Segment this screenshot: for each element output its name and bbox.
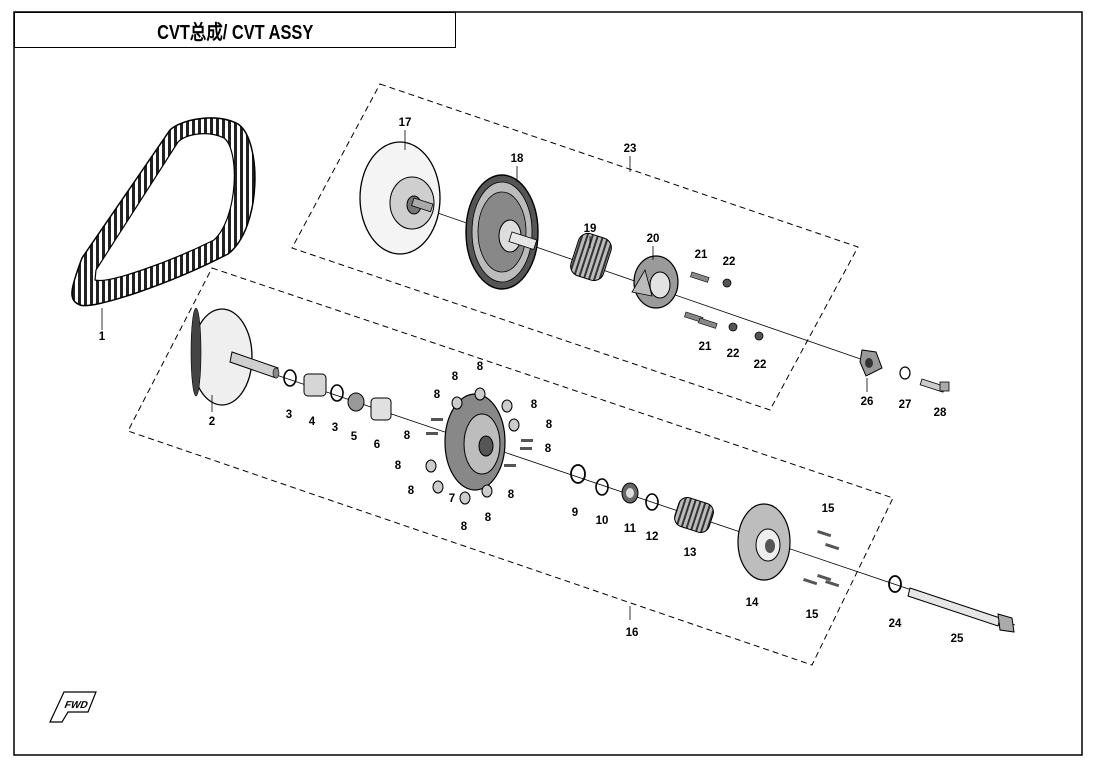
fixed-sheave-part [359, 141, 441, 255]
callout-8k: 8 [461, 521, 468, 533]
callout-18: 18 [511, 153, 524, 165]
callout-8e: 8 [546, 419, 553, 431]
callout-2: 2 [209, 416, 215, 428]
drive-washers [570, 464, 659, 511]
driven-spring-part [570, 232, 612, 282]
callout-23: 23 [624, 143, 637, 155]
driven-clutch-group-box [291, 83, 859, 411]
diagram-title: CVT总成/ CVT ASSY [156, 21, 314, 44]
drive-spring-part [674, 497, 714, 533]
callout-24: 24 [889, 618, 902, 630]
cover-screws [803, 530, 840, 588]
callout-25: 25 [951, 633, 964, 645]
driven-fasteners [684, 271, 764, 341]
roller-pins [425, 387, 533, 505]
callout-8i: 8 [408, 485, 415, 497]
callout-12: 12 [646, 531, 659, 543]
callout-3b: 3 [332, 422, 338, 434]
callout-26: 26 [861, 396, 874, 408]
callout-28: 28 [934, 407, 947, 419]
cover-plate-part [737, 503, 791, 581]
callout-labels: 1 2 3 3 4 5 6 7 8 8 8 8 8 8 8 8 8 8 8 8 … [99, 117, 964, 645]
callout-8g: 8 [545, 443, 552, 455]
callout-22c: 22 [754, 359, 767, 371]
cam-part [631, 255, 679, 309]
callout-16: 16 [626, 627, 639, 639]
callout-8j: 8 [508, 489, 515, 501]
callout-14: 14 [746, 597, 759, 609]
drive-belt [71, 117, 256, 307]
main-bolt-parts [888, 575, 1015, 633]
callout-6: 6 [374, 439, 380, 451]
callout-8c: 8 [434, 389, 441, 401]
callout-22b: 22 [727, 348, 740, 360]
callout-22a: 22 [723, 256, 736, 268]
callout-8b: 8 [477, 361, 484, 373]
callout-19: 19 [584, 223, 597, 235]
drive-sheave-part [190, 307, 280, 406]
callout-3a: 3 [286, 409, 292, 421]
title-box: CVT总成/ CVT ASSY [14, 12, 456, 48]
drive-clutch-group-box [127, 267, 894, 666]
callout-17: 17 [399, 117, 412, 129]
callout-20: 20 [647, 233, 660, 245]
callout-8d: 8 [531, 399, 538, 411]
sheet-border [13, 11, 1083, 756]
callout-13: 13 [684, 547, 697, 559]
callout-9: 9 [572, 507, 578, 519]
callout-27: 27 [899, 399, 912, 411]
callout-8h: 8 [395, 460, 402, 472]
movable-sheave-part [465, 174, 539, 290]
callout-10: 10 [596, 515, 609, 527]
callout-15a: 15 [822, 503, 835, 515]
callout-8f: 8 [404, 430, 411, 442]
callout-21a: 21 [695, 249, 708, 261]
leader-lines [101, 130, 868, 620]
callout-1: 1 [99, 331, 106, 343]
fwd-label: FWD [63, 700, 90, 711]
callout-4: 4 [309, 416, 316, 428]
callout-11: 11 [624, 523, 637, 535]
callout-7: 7 [449, 493, 455, 505]
callout-8l: 8 [485, 512, 492, 524]
callout-21b: 21 [699, 341, 712, 353]
callout-15b: 15 [806, 609, 819, 621]
drive-bushings [283, 369, 392, 421]
forward-direction-icon: FWD [49, 691, 97, 723]
callout-8a: 8 [452, 371, 459, 383]
end-cap-parts [859, 349, 950, 393]
callout-5: 5 [351, 431, 358, 443]
